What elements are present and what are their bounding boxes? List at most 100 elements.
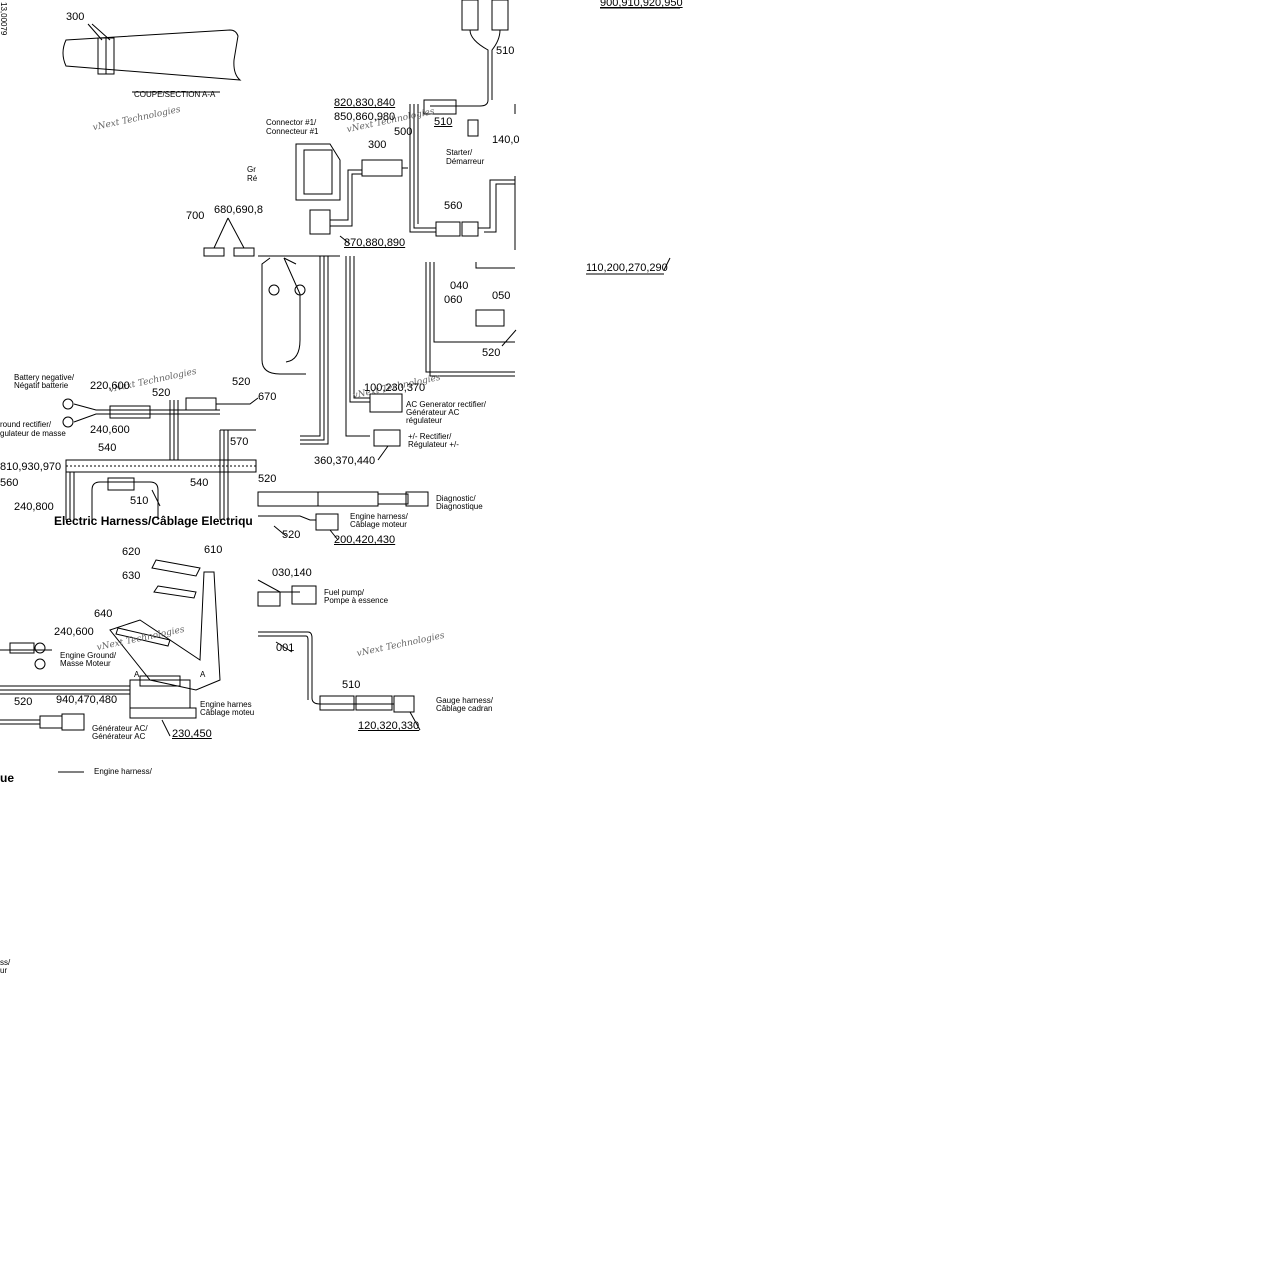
terminal-pin	[105, 37, 115, 75]
partial-label-re: Ré	[247, 174, 258, 183]
connector-1-label-fr: Connecteur #1	[266, 127, 319, 136]
callout-300b: 300	[368, 139, 387, 151]
gauge-harness-label: Gauge harness/	[436, 696, 493, 705]
callout-230: 230,450	[172, 728, 212, 740]
fuel-pump-label-fr: Pompe à essence	[324, 596, 389, 605]
section-marker-a: A	[134, 670, 140, 679]
section-label: COUPE/SECTION A-A	[134, 90, 216, 99]
battery-label: Battery negative/	[14, 373, 75, 382]
engine-ground-label: Engine Ground/	[60, 651, 117, 660]
callout-050: 050	[492, 290, 511, 302]
ground-rectifier-label: round rectifier/	[0, 420, 52, 429]
callout-870: 870,880,890	[344, 237, 406, 249]
callout-820: 820,830,840	[334, 97, 396, 109]
callout-030: 030,140	[272, 567, 312, 579]
callout-640: 640	[94, 608, 113, 620]
callout-810: 810,930,970	[0, 461, 62, 473]
callout-540a: 540	[98, 442, 117, 454]
partial-title-ue: ue	[0, 771, 15, 785]
gauge-harness-label-fr: Câblage cadran	[436, 704, 493, 713]
gauge-harness-plug	[393, 695, 415, 713]
engine-ground-label-fr: Masse Moteur	[60, 659, 111, 668]
fuel-pump-plug	[291, 585, 317, 605]
partial-label-ss: ss/	[0, 958, 11, 967]
connector-1-label: Connector #1/	[266, 118, 317, 127]
engine-harness-label-fr: Câblage moteur	[350, 520, 407, 529]
ac-generator-label: AC Generator rectifier/	[406, 400, 487, 409]
callout-850: 850,860,980	[334, 111, 396, 123]
callout-940: 940,470,480	[56, 694, 118, 706]
diagnostic-plug	[405, 491, 429, 507]
generator-ac-plug	[39, 715, 63, 729]
callout-520e: 520	[282, 529, 301, 541]
callout-520b: 520	[152, 387, 171, 399]
callout-060: 060	[444, 294, 463, 306]
connector-1	[295, 143, 341, 201]
partial-label-ur: ur	[0, 966, 8, 975]
callout-200: 200,420,430	[334, 534, 396, 546]
splice-sleeve	[361, 159, 403, 177]
engine-harness-label: Engine harness/	[350, 512, 408, 521]
callout-510a: 510	[434, 116, 453, 128]
callout-520c: 520	[232, 376, 251, 388]
drawing-code: 13,00079	[0, 2, 8, 36]
section-connector-outline	[62, 29, 242, 81]
diagnostic-label-fr: Diagnostique	[436, 502, 483, 511]
callout-240b: 240,800	[14, 501, 54, 513]
callout-610: 610	[204, 544, 223, 556]
plug-040	[475, 309, 505, 327]
callout-520f: 520	[14, 696, 33, 708]
engine-harness-label-2: Engine harnes	[200, 700, 252, 709]
callout-520d: 520	[258, 473, 277, 485]
splice-sleeve	[423, 99, 457, 115]
callout-240a: 240,600	[90, 424, 130, 436]
section-marker-a2: A	[200, 670, 206, 679]
callout-110: 110,200,270,290	[586, 262, 668, 274]
diagram-title: Electric Harness/Câblage Electriqu	[54, 514, 253, 528]
engine-harness-label-3: Engine harness/	[94, 767, 152, 776]
engine-harness-body	[129, 679, 191, 709]
callout-570: 570	[230, 436, 249, 448]
rectifier-label: +/- Rectifier/	[408, 432, 452, 441]
rectifier-plug	[373, 429, 401, 447]
engine-harness-label-2-fr: Câblage moteu	[200, 708, 255, 717]
fuel-pump-label: Fuel pump/	[324, 588, 365, 597]
callout-001: 001	[276, 642, 295, 654]
callout-680: 680,690,8	[214, 204, 263, 216]
callout-120: 120,320,330	[358, 720, 420, 732]
callout-040: 040	[450, 280, 469, 292]
rectifier-label-fr: Régulateur +/-	[408, 440, 459, 449]
splice-sleeve	[435, 221, 461, 237]
callout-510b: 510	[496, 45, 515, 57]
ac-generator-rectifier-plug	[369, 393, 403, 413]
splice-sleeve	[109, 405, 151, 419]
ac-generator-label-fr: Générateur AC	[406, 408, 460, 417]
callout-510d: 510	[342, 679, 361, 691]
callout-560b: 560	[0, 477, 19, 489]
starter-label: Starter/	[446, 148, 473, 157]
starter-label-fr: Démarreur	[446, 157, 485, 166]
callout-500: 500	[394, 126, 413, 138]
splice-sleeve	[185, 397, 217, 411]
ground-rectifier-label-fr: gulateur de masse	[0, 429, 66, 438]
callout-700: 700	[186, 210, 205, 222]
callout-220: 220,600	[90, 380, 130, 392]
callout-630: 630	[122, 570, 141, 582]
clip-620	[151, 559, 201, 577]
callout-360: 360,370,440	[314, 455, 376, 467]
callout-670: 670	[258, 391, 277, 403]
generator-ac-label: Générateur AC/	[92, 724, 148, 733]
clip-630	[153, 585, 197, 599]
callout-520a: 520	[482, 347, 501, 359]
ac-generator-label-fr2: régulateur	[406, 416, 443, 425]
battery-label-fr: Négatif batterie	[14, 381, 69, 390]
callout-100: 100,230,370	[364, 382, 426, 394]
callout-300: 300	[66, 11, 85, 23]
callout-540b: 540	[190, 477, 209, 489]
partial-label-gr: Gr	[247, 165, 256, 174]
callout-140: 140,0	[492, 134, 520, 146]
generator-ac-label-fr: Générateur AC	[92, 732, 146, 741]
diagnostic-label: Diagnostic/	[436, 494, 476, 503]
